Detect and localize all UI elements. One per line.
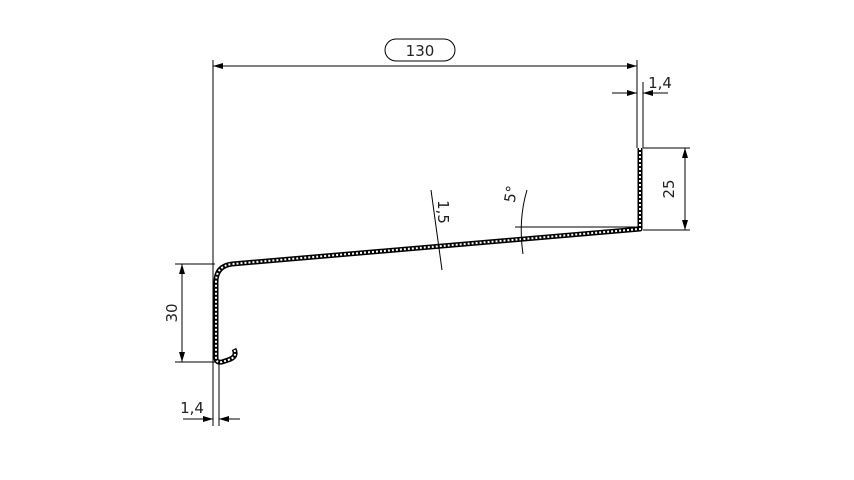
width-label-box (384, 38, 456, 62)
slope-angle-label: 5° (501, 184, 522, 204)
sheet-thickness-label: 1,5 (434, 200, 452, 224)
sheet-thickness-marker-line (430, 189, 443, 271)
angle-arc (520, 189, 528, 255)
left-height-label: 30 (163, 303, 181, 322)
width-label: 130 (406, 42, 435, 60)
sheet-profile (213, 148, 643, 365)
bottom-thickness-label: 1,4 (180, 399, 204, 417)
top-thickness-label: 1,4 (648, 74, 672, 92)
right-height-label: 25 (660, 179, 678, 198)
